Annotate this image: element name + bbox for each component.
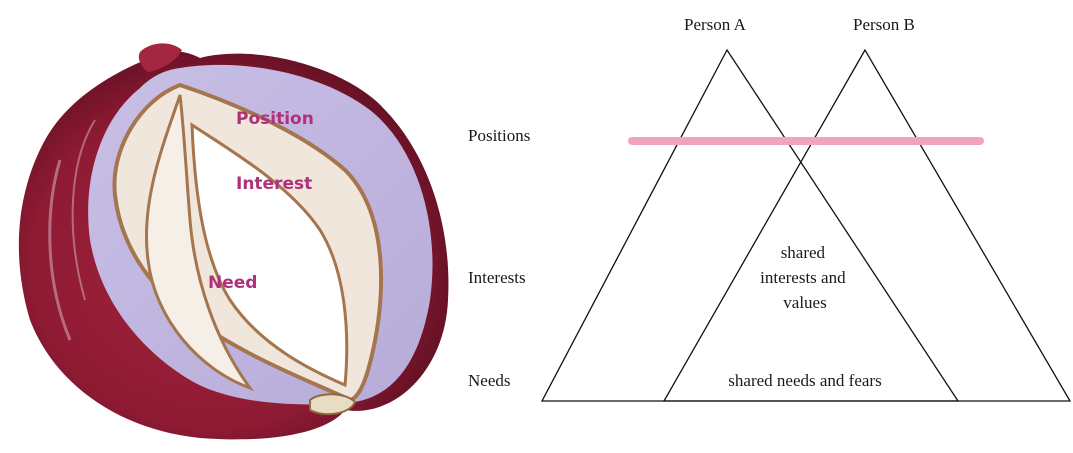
level-label-needs: Needs — [468, 371, 510, 390]
shared-interests-text: shared interests and values — [760, 243, 850, 312]
person-a-label: Person A — [684, 15, 747, 34]
level-label-interests: Interests — [468, 268, 526, 287]
positions-interests-needs-diagram: Person A Person B Positions Interests Ne… — [468, 15, 1070, 401]
triangle-person-b — [664, 50, 1070, 401]
shared-interests-line-3: values — [783, 293, 826, 312]
onion-label-need: Need — [208, 273, 257, 293]
shared-needs-text: shared needs and fears — [728, 371, 881, 390]
level-label-positions: Positions — [468, 126, 530, 145]
person-b-label: Person B — [853, 15, 915, 34]
onion-label-position: Position — [236, 109, 314, 129]
onion-root-plate — [310, 394, 355, 414]
onion-illustration: Position Interest Need — [19, 43, 449, 439]
shared-interests-line-2: interests and — [760, 268, 846, 287]
onion-label-interest: Interest — [236, 174, 312, 194]
shared-interests-line-1: shared — [781, 243, 826, 262]
